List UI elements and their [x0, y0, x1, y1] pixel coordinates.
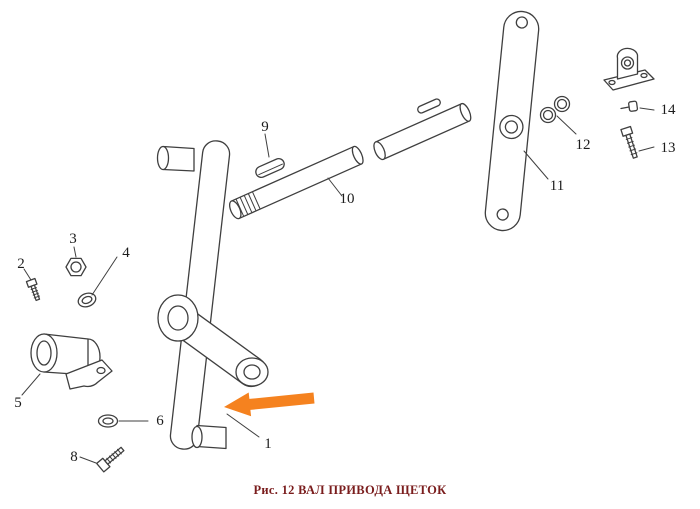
- thread-mark: [33, 295, 40, 299]
- part-label-14: 14: [661, 102, 677, 118]
- ring-inner: [542, 109, 554, 121]
- part-label-5: 5: [14, 395, 22, 411]
- thread-mark: [628, 144, 635, 148]
- thread-mark: [235, 198, 245, 217]
- shaft-key-small-drawing: [417, 98, 441, 114]
- part-14-fitting-drawing: [620, 100, 639, 112]
- pointer-arrow: [224, 392, 315, 417]
- bracket-base-hole: [640, 72, 648, 79]
- part-4-lock-washer-drawing: [77, 292, 97, 308]
- part-1-lever-drawing: [156, 140, 269, 450]
- part-label-8: 8: [70, 449, 78, 465]
- bracket-base-hole: [608, 79, 616, 86]
- part-labels: 1 2 3 4 5 6 8 9 10 11 12 13 14: [14, 102, 676, 465]
- part-label-13: 13: [661, 140, 676, 156]
- leader-2: [23, 268, 32, 281]
- part-6-washer-drawing: [97, 414, 119, 428]
- part-label-11: 11: [550, 178, 564, 194]
- part-2-bolt-drawing: [25, 277, 41, 302]
- leader-4: [91, 256, 118, 296]
- thread-mark: [114, 451, 120, 457]
- leader-11: [523, 150, 549, 180]
- part-10-shaft-drawing: [229, 145, 364, 220]
- part-label-4: 4: [122, 245, 130, 261]
- nut-bore: [70, 261, 82, 273]
- thread-mark: [629, 148, 637, 152]
- leader-8: [79, 456, 97, 464]
- part-label-9: 9: [261, 119, 269, 135]
- lever-top-boss-face: [156, 145, 170, 171]
- plate-bottom-hole: [496, 208, 509, 221]
- thread-mark: [625, 137, 633, 140]
- leader-3: [73, 246, 77, 258]
- thread-mark: [248, 193, 257, 211]
- thread-mark: [252, 191, 261, 210]
- figure-caption: Рис. 12 ВАЛ ПРИВОДА ЩЕТОК: [253, 483, 447, 497]
- part-9-key-drawing: [255, 157, 285, 179]
- washer-inner: [81, 295, 93, 305]
- key-edge-line: [258, 163, 283, 176]
- leader-5: [21, 373, 41, 396]
- thread-mark: [30, 287, 37, 290]
- leader-12: [556, 115, 577, 135]
- bearing-bracket-drawing: [603, 47, 655, 91]
- thread-mark: [106, 457, 112, 464]
- thread-mark: [630, 152, 638, 156]
- plate-top-hole: [515, 16, 528, 29]
- shaft-body: [230, 145, 363, 220]
- part-label-1: 1: [264, 436, 272, 452]
- ring-inner: [556, 98, 568, 110]
- washer-inner: [102, 417, 114, 425]
- key-outline: [417, 98, 441, 114]
- part-3-nut-drawing: [65, 257, 87, 277]
- leader-9: [264, 133, 270, 158]
- thread-mark: [32, 292, 39, 296]
- arm-boss-bore: [243, 364, 261, 380]
- thread-mark: [31, 289, 38, 293]
- shaft-end-cap-left: [373, 141, 386, 161]
- fitting-stem: [620, 106, 630, 110]
- part-label-3: 3: [69, 231, 77, 247]
- part-5-bracket-drawing: [30, 333, 113, 390]
- thread-mark: [116, 448, 122, 455]
- bracket-bore-inner: [623, 59, 632, 67]
- key-outline: [255, 157, 285, 179]
- thread-mark: [243, 195, 253, 213]
- thread-mark: [626, 140, 634, 144]
- flange-hole: [96, 366, 106, 375]
- lever-bottom-boss-face: [191, 425, 203, 449]
- part-label-6: 6: [156, 413, 164, 429]
- part-label-10: 10: [340, 191, 355, 207]
- part-13-bolt-drawing: [620, 125, 638, 159]
- leader-1: [226, 413, 260, 438]
- thread-mark: [111, 453, 117, 459]
- plate-center-bore: [504, 120, 519, 134]
- shaft-end-cap-right: [351, 145, 364, 165]
- leader-lines: [21, 107, 655, 464]
- thread-mark: [108, 455, 114, 462]
- part-label-2: 2: [17, 256, 25, 272]
- part-label-12: 12: [576, 137, 591, 153]
- part-11-link-plate-drawing: [484, 10, 540, 232]
- part-12-rings-drawing: [539, 95, 571, 124]
- part-8-bolt-drawing: [96, 446, 125, 473]
- lever-bar: [169, 140, 231, 450]
- shaft-end-cap-right: [459, 102, 472, 122]
- leader-14: [639, 107, 655, 111]
- shaft-section-right-drawing: [373, 102, 472, 161]
- lever-hub-bore: [167, 305, 189, 331]
- leader-13: [638, 146, 655, 152]
- thread-mark: [239, 197, 249, 215]
- fitting-body: [628, 100, 639, 112]
- housing-face-bore: [36, 340, 52, 366]
- leader-10: [327, 177, 343, 197]
